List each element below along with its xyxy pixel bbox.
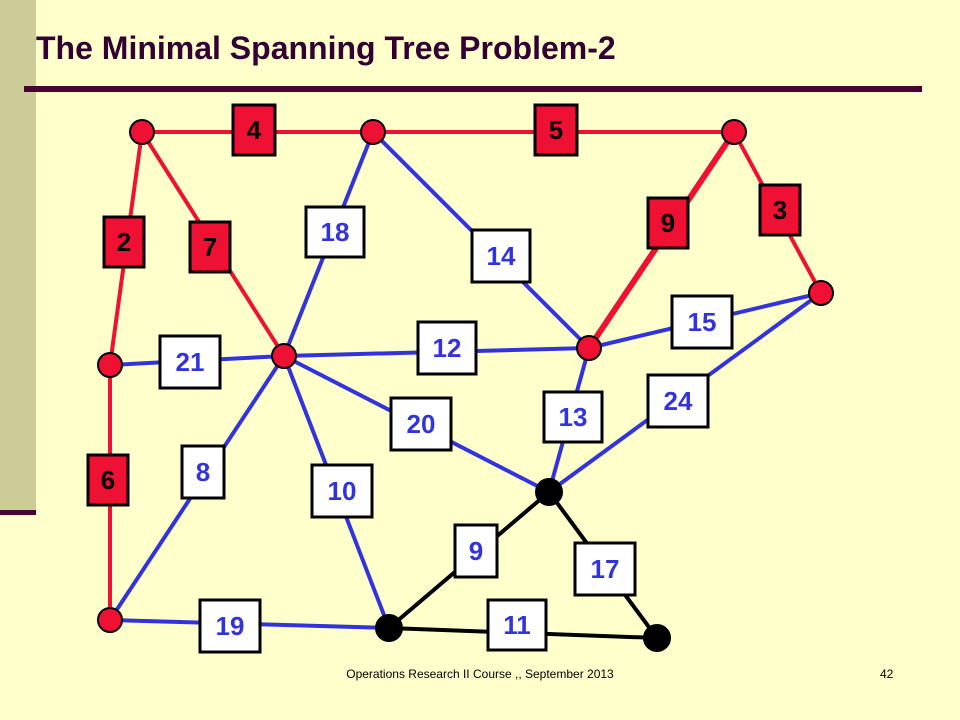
weight-label-A-B: 4 <box>231 103 277 157</box>
weight-label-E-J: 10 <box>310 463 374 519</box>
weight-text-G-I: 24 <box>664 386 693 416</box>
weight-text-B-E: 18 <box>321 217 350 247</box>
weight-label-I-J: 9 <box>453 523 499 579</box>
weight-box-G-I <box>646 373 710 429</box>
title-underline <box>24 86 922 92</box>
page-number: 42 <box>880 667 894 681</box>
weight-label-I-K: 17 <box>573 541 637 597</box>
weight-label-D-H: 6 <box>86 453 130 507</box>
weight-text-C-G: 3 <box>773 195 787 225</box>
node-I <box>535 478 563 506</box>
node-F <box>576 335 602 361</box>
weight-label-D-E: 21 <box>158 334 222 390</box>
weight-text-B-F: 14 <box>487 241 516 271</box>
weight-text-F-I: 13 <box>559 402 588 432</box>
weight-text-C-F: 9 <box>661 208 675 238</box>
weight-text-E-H: 8 <box>196 457 210 487</box>
node-G <box>808 280 834 306</box>
weight-box-A-B <box>231 103 277 157</box>
weight-text-H-J: 19 <box>216 611 245 641</box>
weight-label-E-H: 8 <box>180 444 226 500</box>
weight-box-E-F <box>416 320 478 376</box>
node-E <box>271 343 297 369</box>
node-A <box>129 119 155 145</box>
weight-text-A-D: 2 <box>117 227 131 257</box>
weight-box-J-K <box>486 598 548 652</box>
weight-text-B-C: 5 <box>549 115 563 145</box>
weight-box-I-K <box>573 541 637 597</box>
weight-box-A-D <box>102 215 146 269</box>
weight-label-G-I: 24 <box>646 373 710 429</box>
weight-label-A-E: 7 <box>188 220 232 274</box>
nodes-layer <box>97 119 834 652</box>
weight-label-F-I: 13 <box>542 390 604 444</box>
weight-box-H-J <box>198 598 262 654</box>
node-J <box>375 614 403 642</box>
weight-box-F-G <box>670 294 734 350</box>
weight-box-E-I <box>389 396 453 452</box>
weight-text-J-K: 11 <box>503 610 531 640</box>
weight-label-E-F: 12 <box>416 320 478 376</box>
weight-labels-layer: 4 5 2 7 3 9 6 18 14 15 12 21 20 13 24 8 10 19 9 17 11 <box>86 103 802 654</box>
weight-box-B-E <box>304 205 366 259</box>
weight-label-H-J: 19 <box>198 598 262 654</box>
slide-title: The Minimal Spanning Tree Problem-2 <box>36 30 616 66</box>
weight-box-C-G <box>758 183 802 237</box>
weight-label-C-G: 3 <box>758 183 802 237</box>
weight-box-A-E <box>188 220 232 274</box>
weight-text-A-E: 7 <box>203 232 217 262</box>
weight-label-A-D: 2 <box>102 215 146 269</box>
weight-text-F-G: 15 <box>688 307 717 337</box>
weight-label-C-F: 9 <box>646 196 690 250</box>
node-B <box>360 119 386 145</box>
weight-text-A-B: 4 <box>247 115 262 145</box>
weight-box-B-C <box>533 103 579 157</box>
weight-box-D-H <box>86 453 130 507</box>
weight-box-E-H <box>180 444 226 500</box>
weight-box-B-F <box>470 228 532 284</box>
weight-label-B-E: 18 <box>304 205 366 259</box>
weight-box-I-J <box>453 523 499 579</box>
weight-box-D-E <box>158 334 222 390</box>
weight-text-I-J: 9 <box>469 536 483 566</box>
left-accent-tick <box>0 510 36 515</box>
weight-text-E-I: 20 <box>407 409 436 439</box>
footer-text: Operations Research II Course ,, Septemb… <box>346 667 614 681</box>
weight-text-E-F: 12 <box>433 333 462 363</box>
weight-label-E-I: 20 <box>389 396 453 452</box>
weight-text-E-J: 10 <box>328 476 357 506</box>
weight-text-D-E: 21 <box>176 347 205 377</box>
weight-text-D-H: 6 <box>101 465 115 495</box>
node-H <box>97 607 123 633</box>
weight-label-B-C: 5 <box>533 103 579 157</box>
weight-box-E-J <box>310 463 374 519</box>
node-D <box>97 352 123 378</box>
weight-box-F-I <box>542 390 604 444</box>
weight-label-F-G: 15 <box>670 294 734 350</box>
weight-label-B-F: 14 <box>470 228 532 284</box>
node-K <box>643 624 671 652</box>
left-accent-bar <box>0 0 36 510</box>
weight-label-J-K: 11 <box>486 598 548 652</box>
node-C <box>721 119 747 145</box>
weight-text-I-K: 17 <box>591 554 620 584</box>
weight-box-C-F <box>646 196 690 250</box>
